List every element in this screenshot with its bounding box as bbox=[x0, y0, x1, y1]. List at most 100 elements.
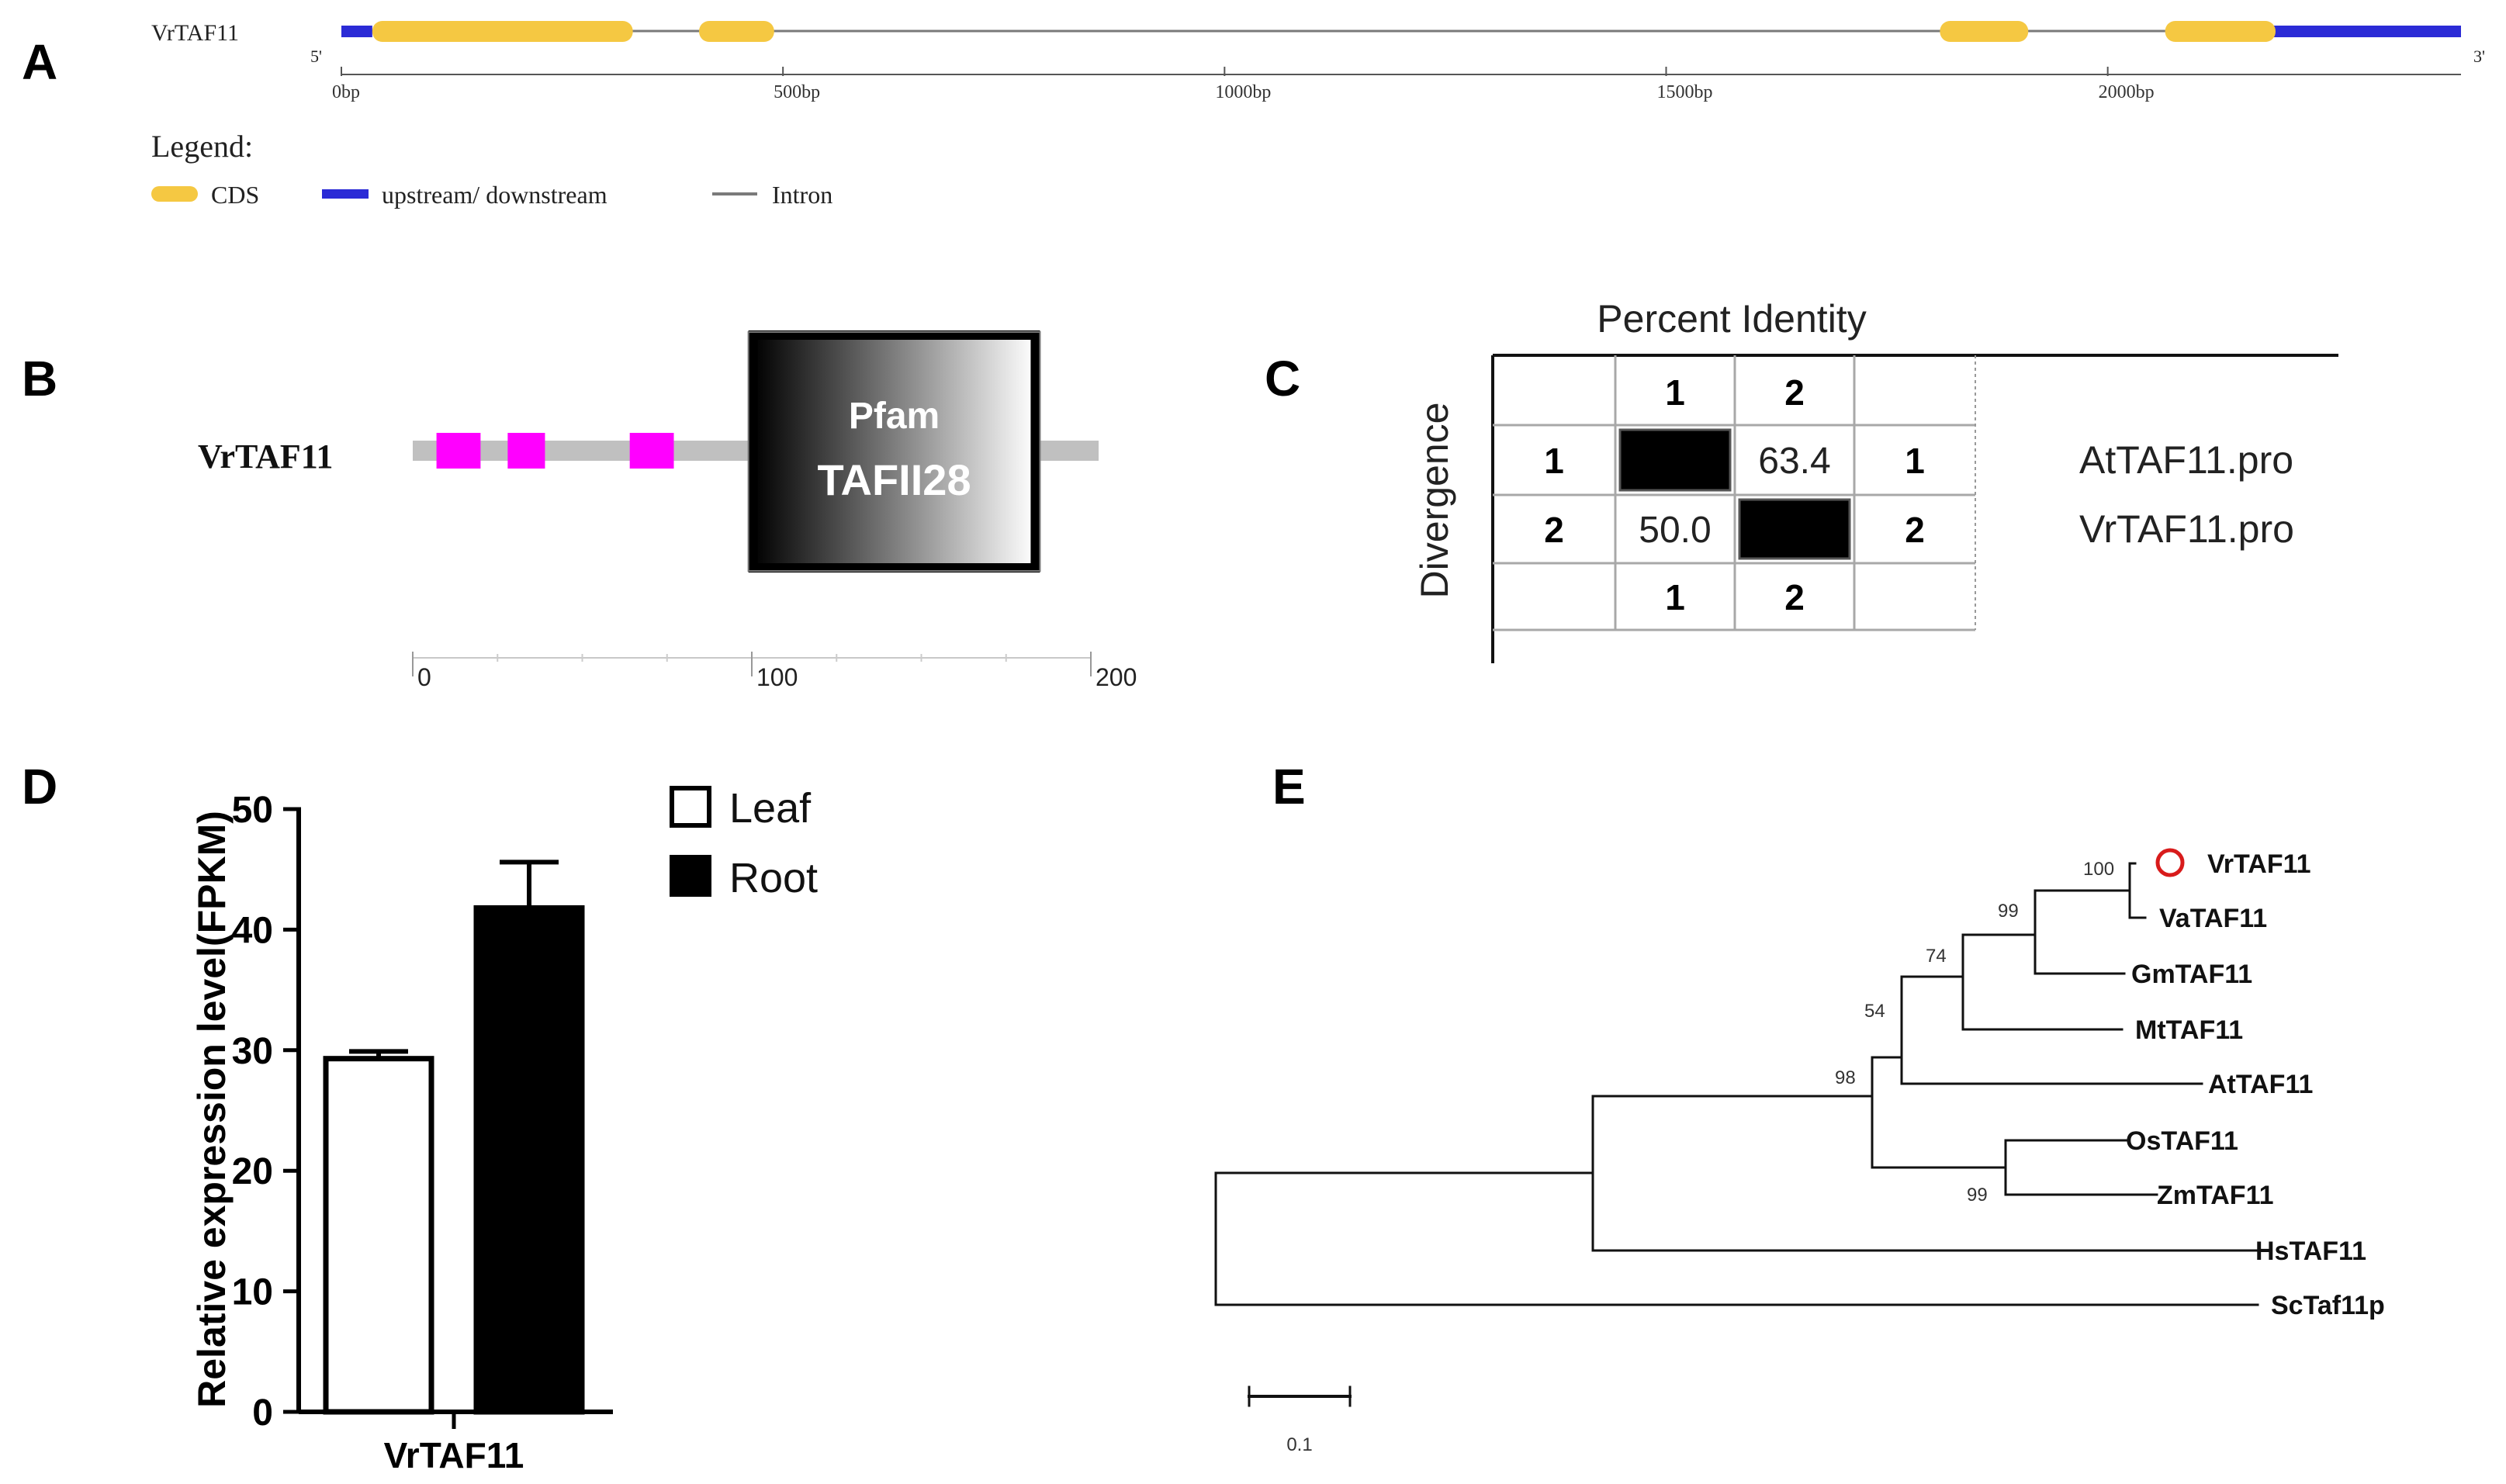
legend-root-label: Root bbox=[729, 855, 818, 901]
bootstrap-99-lower: 99 bbox=[1967, 1185, 1988, 1206]
tree-leaf-labels: VrTAF11 VaTAF11 GmTAF11 MtTAF11 AtTAF11 … bbox=[2126, 849, 2385, 1320]
panel-letter-a: A bbox=[22, 34, 57, 90]
legend-leaf-swatch bbox=[670, 786, 711, 828]
panel-c-identity-matrix: Percent Identity Divergence 1 2 1 2 1 2 … bbox=[1413, 297, 2338, 663]
footer-2: 2 bbox=[1784, 577, 1805, 617]
legend-utr-label: upstream/ downstream bbox=[382, 181, 607, 209]
bootstrap-74: 74 bbox=[1926, 946, 1947, 967]
pfam-domain-outline bbox=[747, 331, 1041, 572]
cds-segment bbox=[372, 21, 633, 42]
panel-a-gene-structure: VrTAF11 5' 3' 0bp 500bp 1000bp 1500bp 2000bp bbox=[151, 20, 2485, 102]
bp-tick-label: 2000bp bbox=[2099, 82, 2155, 102]
motif-boxes bbox=[436, 433, 674, 469]
motif-box bbox=[507, 433, 545, 469]
panel-letter-d: D bbox=[22, 759, 57, 815]
bar-root bbox=[473, 905, 585, 1415]
footer-1: 1 bbox=[1665, 577, 1685, 617]
leaf-ostaf11: OsTAF11 bbox=[2126, 1126, 2238, 1156]
five-prime-label: 5' bbox=[310, 47, 322, 66]
y-tick-label: 40 bbox=[232, 910, 273, 951]
scale-bar-label: 0.1 bbox=[1286, 1434, 1312, 1455]
tafii28-label: TAFII28 bbox=[817, 455, 971, 504]
y-tick-label: 30 bbox=[232, 1031, 273, 1072]
col-header-2: 2 bbox=[1784, 372, 1805, 413]
gene-name: VrTAF11 bbox=[151, 20, 239, 46]
cds-segments bbox=[372, 21, 2276, 42]
bootstrap-54: 54 bbox=[1864, 1001, 1885, 1022]
motif-box bbox=[436, 433, 481, 469]
legend-cds-swatch bbox=[151, 186, 198, 202]
motif-box bbox=[629, 433, 674, 469]
cds-segment bbox=[2165, 21, 2276, 42]
y-axis-label: Relative expression level(FPKM) bbox=[190, 811, 234, 1408]
panel-b-protein-domain: VrTAF11 Pfam TAFII28 0 100 200 bbox=[198, 330, 1137, 691]
leaf-hstaf11: HsTAF11 bbox=[2255, 1237, 2366, 1266]
bootstrap-99-upper: 99 bbox=[1998, 901, 2019, 922]
bar-leaf bbox=[323, 1056, 434, 1415]
matrix-grid bbox=[1493, 355, 1975, 631]
legend-utr-swatch bbox=[322, 189, 369, 199]
bootstrap-98: 98 bbox=[1835, 1067, 1856, 1088]
leaf-vrtaf11: VrTAF11 bbox=[2207, 849, 2311, 879]
cds-segment bbox=[699, 21, 774, 42]
bootstrap-100: 100 bbox=[2083, 859, 2114, 880]
col-header-1: 1 bbox=[1665, 372, 1685, 413]
y-axis-ticks: 0 10 20 30 40 50 bbox=[232, 790, 301, 1434]
sequence-name-2: VrTAF11.pro bbox=[2079, 507, 2294, 551]
panel-letter-b: B bbox=[22, 351, 57, 406]
bp-tick-label: 0bp bbox=[332, 82, 360, 102]
y-tick-label: 0 bbox=[252, 1392, 273, 1434]
row-header-1: 1 bbox=[1544, 441, 1564, 481]
leaf-mttaf11: MtTAF11 bbox=[2135, 1015, 2243, 1045]
row-header-2: 2 bbox=[1544, 510, 1564, 550]
y-tick-label: 50 bbox=[232, 790, 273, 831]
leaf-zmtaf11: ZmTAF11 bbox=[2157, 1181, 2274, 1210]
legend-intron-label: Intron bbox=[772, 181, 832, 209]
panel-d-bar-chart: 0 10 20 30 40 50 Relative expression level(FP… bbox=[190, 785, 818, 1475]
panel-e-phylogenetic-tree: VrTAF11 VaTAF11 GmTAF11 MtTAF11 AtTAF11 … bbox=[1214, 848, 2385, 1455]
sequence-name-1: AtTAF11.pro bbox=[2079, 438, 2293, 482]
y-tick-label: 10 bbox=[232, 1272, 273, 1313]
right-index-2: 2 bbox=[1905, 510, 1925, 550]
diagonal-cell-2 bbox=[1738, 498, 1851, 560]
right-index-1: 1 bbox=[1905, 441, 1925, 481]
bp-axis-ticks: 0bp 500bp 1000bp 1500bp 2000bp bbox=[332, 67, 2155, 102]
panel-letter-e: E bbox=[1272, 759, 1306, 815]
pfam-domain: Pfam TAFII28 bbox=[747, 330, 1041, 572]
leaf-gmtaf11: GmTAF11 bbox=[2131, 960, 2252, 989]
bp-tick-label: 1500bp bbox=[1657, 82, 1713, 102]
tree-branches bbox=[1214, 862, 2259, 1306]
leaf-sctaf11p: ScTaf11p bbox=[2271, 1291, 2385, 1320]
legend-cds-label: CDS bbox=[211, 181, 259, 209]
leaf-vataf11: VaTAF11 bbox=[2159, 904, 2267, 933]
diagonal-cell-1 bbox=[1618, 428, 1732, 492]
panel-letter-c: C bbox=[1265, 351, 1300, 406]
aa-tick-label: 0 bbox=[417, 663, 431, 691]
pfam-label: Pfam bbox=[849, 396, 940, 437]
identity-value: 63.4 bbox=[1758, 441, 1830, 482]
bootstrap-values: 100 99 74 54 98 99 bbox=[1835, 859, 2114, 1206]
bp-tick-label: 500bp bbox=[774, 82, 820, 102]
bars bbox=[323, 860, 585, 1415]
leaf-attaf11: AtTAF11 bbox=[2208, 1070, 2313, 1099]
utr-segment bbox=[341, 26, 372, 37]
highlight-circle-icon bbox=[2155, 848, 2185, 877]
aa-tick-label: 100 bbox=[756, 663, 798, 691]
x-category-label: VrTAF11 bbox=[384, 1435, 524, 1475]
pfam-domain-box bbox=[748, 330, 1040, 572]
aa-axis-ticks: 0 100 200 bbox=[412, 652, 1137, 691]
cds-segment bbox=[1940, 21, 2029, 42]
y-tick-label: 20 bbox=[232, 1151, 273, 1192]
protein-name: VrTAF11 bbox=[198, 438, 333, 476]
aa-tick-label: 200 bbox=[1096, 663, 1137, 691]
panel-a-legend: Legend: CDS upstream/ downstream Intron bbox=[151, 129, 832, 209]
legend-leaf-label: Leaf bbox=[729, 785, 812, 832]
legend-title: Legend: bbox=[151, 129, 253, 164]
bp-tick-label: 1000bp bbox=[1215, 82, 1271, 102]
three-prime-label: 3' bbox=[2473, 47, 2485, 66]
legend-root-swatch bbox=[670, 855, 711, 897]
divergence-value: 50.0 bbox=[1639, 510, 1711, 551]
matrix-side-label: Divergence bbox=[1413, 403, 1456, 599]
matrix-title: Percent Identity bbox=[1597, 297, 1866, 341]
